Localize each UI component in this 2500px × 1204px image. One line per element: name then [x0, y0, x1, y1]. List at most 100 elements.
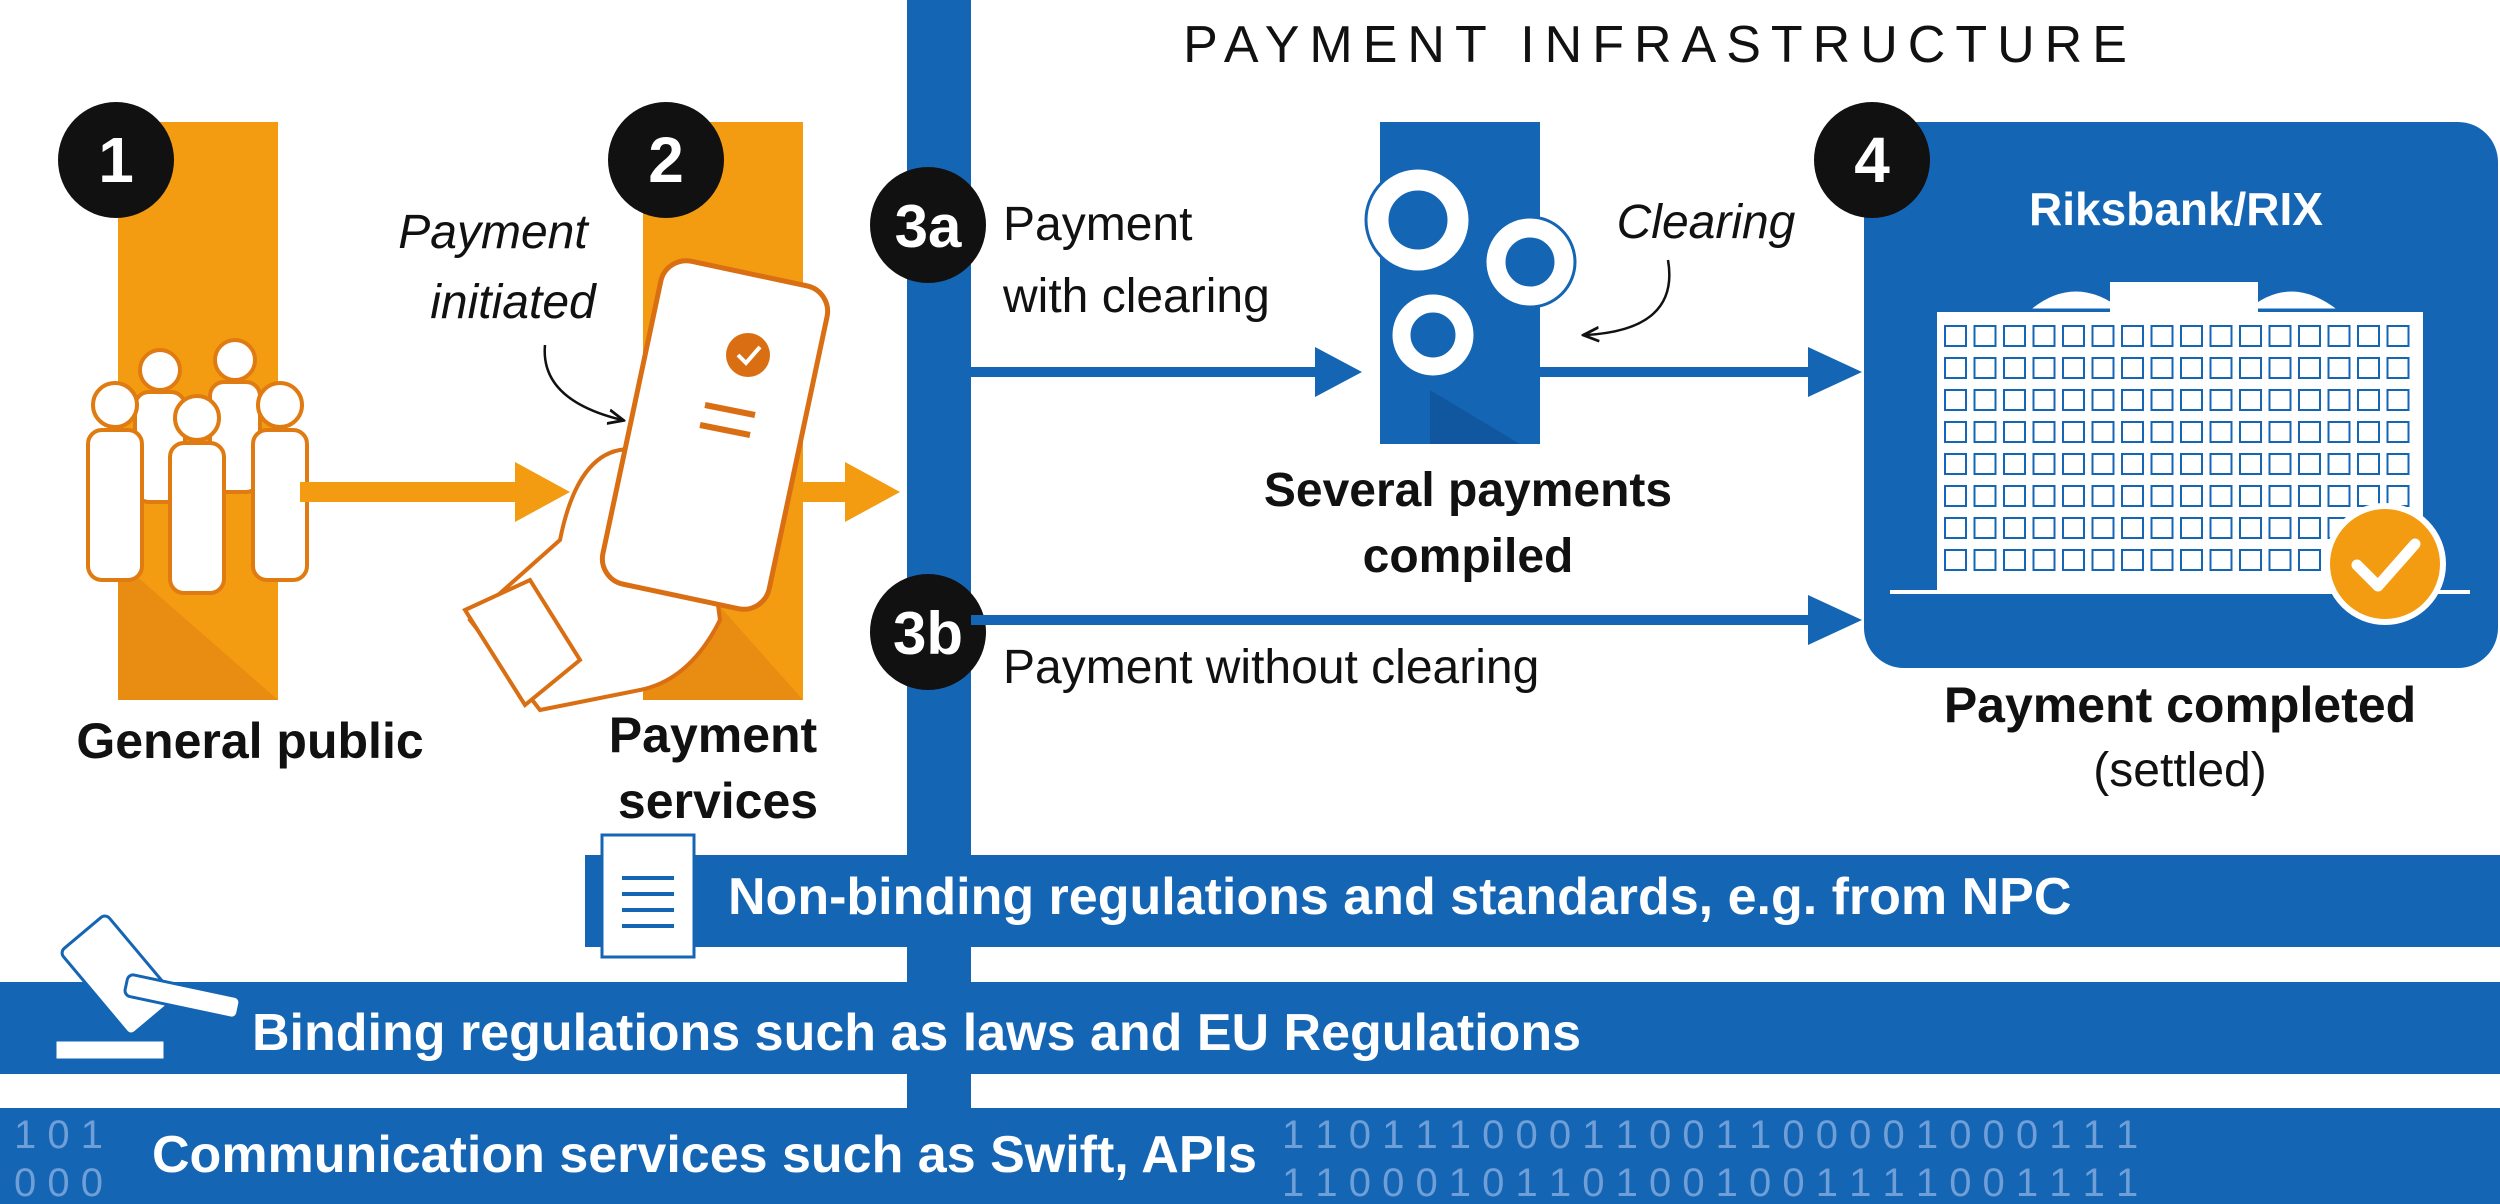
building-window: [2386, 325, 2410, 347]
riksbank-title: Riksbank/RIX: [2029, 183, 2323, 235]
building-window: [1973, 453, 1997, 475]
step-4-badge: [1814, 102, 1930, 218]
building-window: [1973, 357, 1997, 379]
clearing-out-arrow-head: [1808, 347, 1862, 397]
building-window: [1944, 549, 1967, 571]
step-2-annotation-arrow: [543, 344, 622, 420]
document-icon: [600, 833, 696, 959]
clearing-compiler: Clearing Several payments compiled: [1264, 122, 1862, 583]
building-window: [2032, 325, 2056, 347]
building-window: [2121, 485, 2144, 507]
building-window: [2150, 453, 2174, 475]
building-window: [2268, 517, 2292, 539]
building-window: [2121, 325, 2144, 347]
building-window: [2150, 517, 2174, 539]
step-1-general-public: 1 General public: [58, 102, 424, 769]
communication-band: [0, 1108, 2500, 1204]
building-window: [1944, 421, 1967, 443]
building-window: [1973, 485, 1997, 507]
building-window: [2298, 389, 2321, 411]
building-window: [2239, 549, 2262, 571]
building-window: [2298, 549, 2321, 571]
step-4-label-line1: Payment completed: [1944, 677, 2416, 733]
building-window: [1944, 389, 1967, 411]
binding-band: [0, 982, 2500, 1074]
building-window: [2298, 517, 2321, 539]
building-window: [2180, 453, 2203, 475]
building-window: [2121, 389, 2144, 411]
building-window: [2386, 389, 2410, 411]
non-binding-label: Non-binding regulations and standards, e…: [728, 868, 2071, 926]
building-window: [2357, 389, 2380, 411]
building-window: [2091, 453, 2115, 475]
binary-right-row2: 1 1 0 0 0 1 0 1 1 0 1 0 0 1 0 0 1 1 1 1 …: [1282, 1161, 2138, 1204]
building-window: [2327, 357, 2351, 379]
step-2-annotation-line1: Payment: [398, 206, 589, 259]
building-window: [2239, 357, 2262, 379]
building-window: [2268, 421, 2292, 443]
building-window: [2268, 325, 2292, 347]
step-3b-badge: [870, 574, 986, 690]
binary-right-row1: 1 1 0 1 1 1 0 0 0 1 1 0 0 1 1 0 0 0 0 1 …: [1282, 1113, 2138, 1157]
building-window: [2121, 453, 2144, 475]
building-window: [2150, 485, 2174, 507]
building-window: [2003, 453, 2026, 475]
step-4-label-line2: (settled): [2093, 744, 2266, 797]
building-window: [1973, 517, 1997, 539]
building-window: [2121, 517, 2144, 539]
building-window: [2032, 485, 2056, 507]
building-window: [1944, 357, 1967, 379]
phone-icon: [599, 258, 831, 612]
building-window: [1944, 485, 1967, 507]
step-2-number: 2: [648, 124, 684, 196]
building-window: [2062, 325, 2085, 347]
building-window: [2032, 453, 2056, 475]
step-1-label: General public: [76, 713, 423, 769]
building-window: [2121, 549, 2144, 571]
building-window: [2357, 325, 2380, 347]
step-2-label-line2: services: [618, 773, 818, 829]
building-window: [2150, 325, 2174, 347]
building-window: [2209, 517, 2233, 539]
building-window: [2003, 549, 2026, 571]
building-window: [2062, 357, 2085, 379]
building-window: [2357, 421, 2380, 443]
clearing-caption-line2: compiled: [1363, 530, 1574, 583]
building-window: [1973, 549, 1997, 571]
riksbank-building-icon: [1890, 282, 2470, 594]
building-window: [1944, 517, 1967, 539]
building-window: [2298, 325, 2321, 347]
non-binding-band: [585, 855, 2500, 947]
clearing-annotation: Clearing: [1617, 196, 1796, 249]
building-window: [2298, 485, 2321, 507]
step-3a-with-clearing: 3a Payment with clearing: [870, 167, 1362, 397]
building-window: [2180, 421, 2203, 443]
building-window: [1973, 325, 1997, 347]
building-window: [2150, 357, 2174, 379]
building-window: [2180, 549, 2203, 571]
infrastructure-title: PAYMENT INFRASTRUCTURE: [1183, 16, 2137, 74]
building-window: [2239, 517, 2262, 539]
building-window: [2032, 421, 2056, 443]
building-window: [2327, 453, 2351, 475]
building-window: [2298, 421, 2321, 443]
step-2-badge: [608, 102, 724, 218]
building-window: [2003, 421, 2026, 443]
building-window: [2268, 485, 2292, 507]
building-window: [2209, 485, 2233, 507]
building-window: [2180, 485, 2203, 507]
building-window: [2150, 389, 2174, 411]
building-window: [2062, 389, 2085, 411]
building-window: [2032, 389, 2056, 411]
building-window: [2209, 421, 2233, 443]
building-window: [2239, 325, 2262, 347]
step-3a-number: 3a: [895, 193, 962, 260]
building-window: [2180, 517, 2203, 539]
binary-left-row2: 0 0 0: [14, 1161, 103, 1204]
building-window: [2003, 485, 2026, 507]
building-window: [2209, 549, 2233, 571]
building-window: [2003, 325, 2026, 347]
building-window: [2209, 453, 2233, 475]
step-1-badge: [58, 102, 174, 218]
